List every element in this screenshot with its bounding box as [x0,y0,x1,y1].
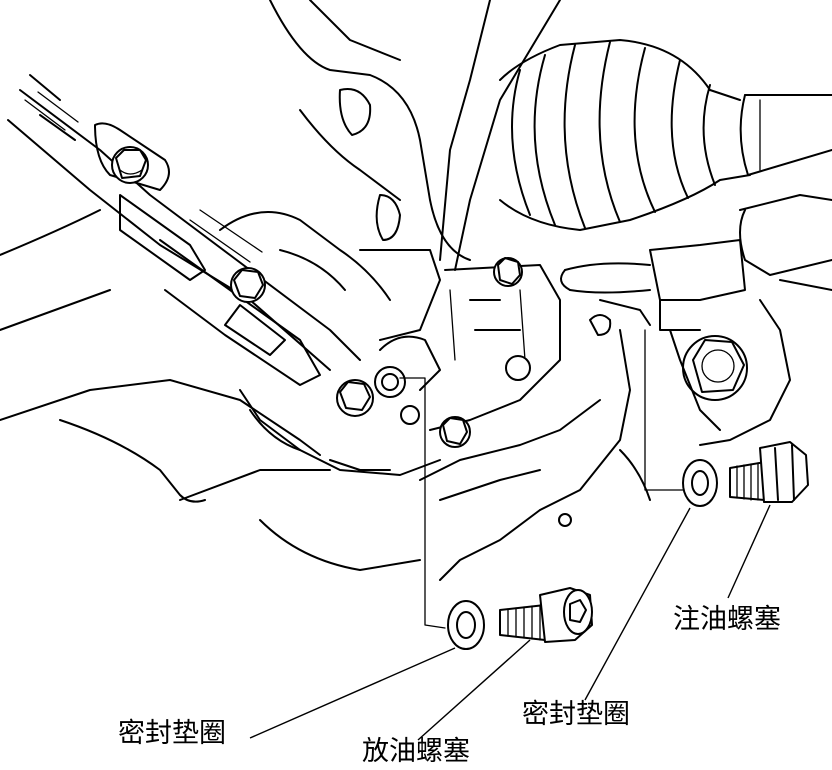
label-filler-plug: 注油螺塞 [673,604,781,635]
leader-seal-washer-right [584,507,691,701]
mount-bracket [0,74,361,503]
filler-plug-part [729,441,809,503]
drain-plug-part [499,587,593,643]
leader-filler-plug [727,504,771,599]
transaxle-housing [219,0,561,476]
bracket-bolt-upper [111,146,149,184]
label-drain-plug: 放油螺塞 [362,736,470,765]
drain-plug-hole [374,366,420,425]
crossmember [179,299,791,581]
leader-seal-washer-left [249,647,456,739]
label-seal-washer-left: 密封垫圈 [118,718,226,749]
bracket-bolt-middle [230,267,266,303]
leader-drain-plug [417,639,531,741]
sensor-harness [560,194,832,336]
housing-bolt-small [439,355,531,448]
filler-plug-washer-part [682,459,718,507]
drain-plug-washer-part [447,600,485,650]
leader-lines [249,504,771,741]
bracket-bolt-lower [336,379,374,417]
housing-bolt-right [493,257,523,287]
label-seal-washer-right: 密封垫圈 [522,699,630,730]
guide-lines [399,329,691,629]
cv-boot [499,39,832,231]
